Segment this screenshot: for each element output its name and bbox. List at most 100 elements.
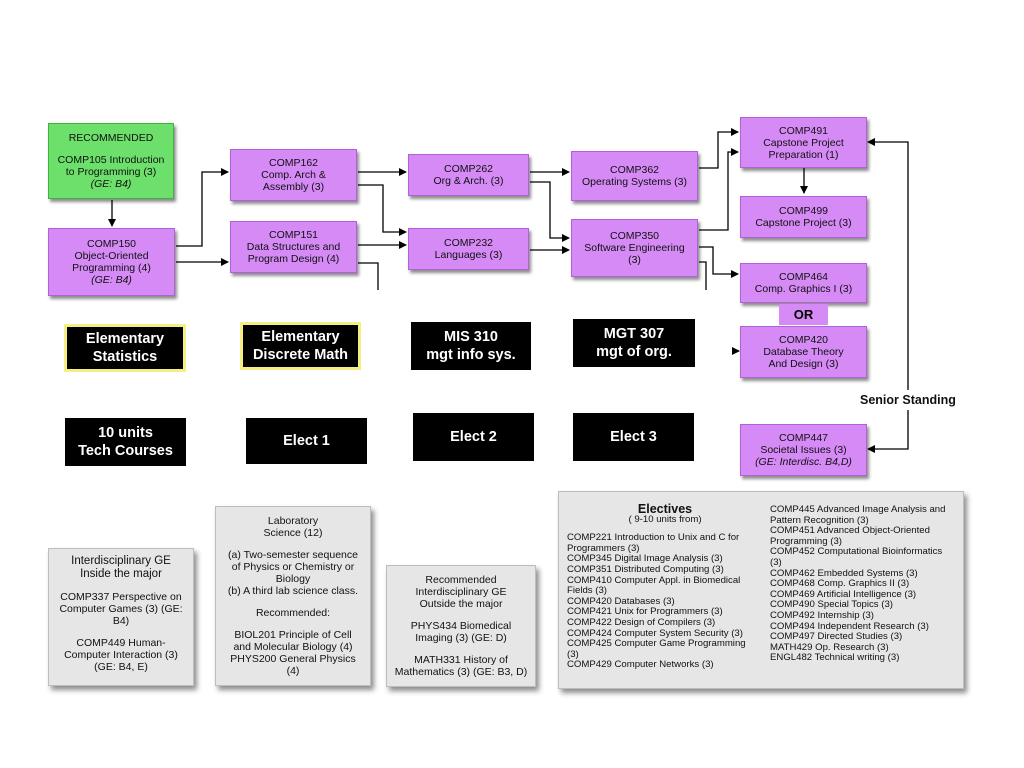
- elective-item: COMP452 Computational Bioinformatics: [770, 546, 943, 558]
- ge-inside-c1-line: Computer Games (3) (GE:: [59, 603, 183, 615]
- ge-outside-c1-line: Imaging (3) (GE: D): [415, 632, 507, 644]
- elective-item: ENGL482 Technical writing (3): [770, 652, 900, 664]
- req-elementary-statistics: Elementary Statistics: [64, 324, 186, 372]
- elective-item: COMP345 Digital Image Analysis (3): [567, 553, 723, 565]
- comp350-line3: (3): [628, 254, 641, 266]
- ge-outside-c2-line: MATH331 History of: [414, 654, 508, 666]
- lab-title2: Science (12): [263, 527, 323, 539]
- ge-inside-title1: Interdisciplinary GE: [71, 555, 171, 567]
- elective-item: COMP445 Advanced Image Analysis and: [770, 504, 946, 515]
- course-comp491: COMP491 Capstone Project Preparation (1): [740, 117, 867, 168]
- comp232-code: COMP232: [443, 237, 494, 249]
- lab-r-line: (4): [286, 665, 300, 677]
- course-comp262: COMP262 Org & Arch. (3): [408, 154, 529, 196]
- comp151-code: COMP151: [268, 229, 319, 241]
- ge-inside-title2: Inside the major: [80, 568, 162, 580]
- elective-item: COMP422 Design of Compilers (3): [567, 616, 716, 628]
- note-laboratory-science: Laboratory Science (12) (a) Two-semester…: [215, 506, 371, 686]
- course-comp464: COMP464 Comp. Graphics I (3): [740, 263, 867, 303]
- elective-item: COMP462 Embedded Systems (3): [770, 567, 918, 579]
- course-comp232: COMP232 Languages (3): [408, 228, 529, 270]
- arrow-senior-comp491: [867, 138, 909, 390]
- stats-line2: Statistics: [92, 349, 158, 365]
- comp262-code: COMP262: [443, 163, 494, 175]
- lab-r-line: BIOL201 Principle of Cell: [234, 629, 352, 641]
- comp447-code: COMP447: [778, 432, 829, 444]
- ge-outside-title-line: Outside the major: [419, 598, 503, 610]
- tech-line2: Tech Courses: [78, 443, 173, 459]
- comp150-ge: (GE: B4): [91, 274, 132, 286]
- arrow-comp151-down: [358, 262, 379, 290]
- comp362-code: COMP362: [609, 164, 660, 176]
- req-elect-2: Elect 2: [413, 413, 534, 461]
- comp464-line2: Comp. Graphics I (3): [754, 283, 853, 295]
- comp362-line2: Operating Systems (3): [581, 176, 688, 188]
- elective-item: COMP425 Computer Game Programming: [567, 638, 746, 650]
- comp105-line1: COMP105 Introduction: [57, 154, 165, 166]
- discrete-line2: Discrete Math: [252, 347, 349, 363]
- lab-recommended: Recommended:: [255, 607, 331, 619]
- comp105-line2: to Programming (3): [65, 166, 157, 178]
- comp105-ge: (GE: B4): [90, 178, 132, 190]
- arrow-comp362-comp491: [699, 128, 739, 169]
- elective-item: COMP492 Internship (3): [770, 609, 874, 621]
- mgt307-line1: MGT 307: [603, 326, 665, 342]
- comp420-line2: Database Theory: [763, 346, 844, 358]
- mis310-line1: MIS 310: [444, 329, 498, 345]
- electives-title: Electives: [637, 502, 693, 516]
- comp420-line3: And Design (3): [768, 358, 839, 370]
- elective-item: Programming (3): [770, 535, 842, 547]
- elective-item: COMP469 Artificial Intelligence (3): [770, 588, 917, 600]
- course-comp362: COMP362 Operating Systems (3): [571, 151, 698, 201]
- elect1-label: Elect 1: [283, 433, 330, 449]
- comp464-code: COMP464: [778, 271, 829, 283]
- course-comp420: COMP420 Database Theory And Design (3): [740, 326, 867, 378]
- arrow-comp262-comp350: [530, 181, 570, 242]
- lab-a-line: of Physics or Chemistry or: [231, 561, 355, 573]
- arrow-comp350-down: [699, 261, 707, 290]
- ge-outside-c1-line: PHYS434 Biomedical: [410, 620, 512, 632]
- comp162-line2: Comp. Arch &: [261, 169, 326, 181]
- electives-panel: Electives ( 9-10 units from) COMP221 Int…: [558, 491, 964, 689]
- comp499-code: COMP499: [778, 205, 829, 217]
- comp151-line2: Data Structures and: [246, 241, 341, 253]
- course-comp499: COMP499 Capstone Project (3): [740, 196, 867, 238]
- comp491-code: COMP491: [778, 124, 829, 137]
- mgt307-line2: mgt of org.: [596, 344, 672, 360]
- note-ge-inside-major: Interdisciplinary GE Inside the major CO…: [48, 548, 194, 686]
- comp232-line2: Languages (3): [434, 249, 503, 261]
- elective-item: COMP420 Databases (3): [567, 595, 675, 607]
- mis310-line2: mgt info sys.: [426, 347, 516, 363]
- elective-item: COMP424 Computer System Security (3): [567, 627, 743, 639]
- elective-item: COMP468 Comp. Graphics II (3): [770, 578, 910, 590]
- ge-outside-c2-line: Mathematics (3) (GE: B3, D): [394, 666, 528, 678]
- comp262-line2: Org & Arch. (3): [433, 175, 504, 187]
- arrow-comp162-comp232: [358, 184, 407, 236]
- elective-item: COMP497 Directed Studies (3): [770, 631, 903, 643]
- comp151-line3: Program Design (4): [247, 253, 340, 265]
- req-mgt307: MGT 307 mgt of org.: [573, 319, 695, 367]
- ge-inside-c2-line: Computer Interaction (3): [64, 649, 178, 661]
- comp491-line3: Preparation (1): [768, 148, 839, 161]
- comp162-code: COMP162: [268, 157, 319, 169]
- elective-item: COMP429 Computer Networks (3): [567, 659, 714, 671]
- comp150-code: COMP150: [86, 238, 137, 250]
- ge-inside-c2-line: COMP449 Human-: [76, 637, 166, 649]
- recommended-heading: RECOMMENDED: [68, 132, 154, 144]
- elective-item: COMP494 Independent Research (3): [770, 620, 929, 632]
- ge-inside-c1-line: B4): [112, 615, 130, 627]
- arrow-comp150-comp162: [176, 168, 229, 247]
- elect2-label: Elect 2: [450, 429, 497, 445]
- electives-left-column: Electives ( 9-10 units from) COMP221 Int…: [567, 502, 763, 671]
- electives-subtitle: ( 9-10 units from): [628, 513, 702, 525]
- senior-standing-label: Senior Standing: [860, 393, 956, 407]
- lab-a-line: (a) Two-semester sequence: [228, 549, 358, 561]
- discrete-line1: Elementary: [261, 329, 340, 345]
- req-elect-1: Elect 1: [246, 418, 367, 464]
- note-ge-outside-major: Recommended Interdisciplinary GE Outside…: [386, 565, 536, 687]
- lab-b-line: (b) A third lab science class.: [227, 585, 359, 597]
- elective-item: COMP351 Distributed Computing (3): [567, 563, 724, 575]
- course-comp150: COMP150 Object-Oriented Programming (4) …: [48, 228, 175, 296]
